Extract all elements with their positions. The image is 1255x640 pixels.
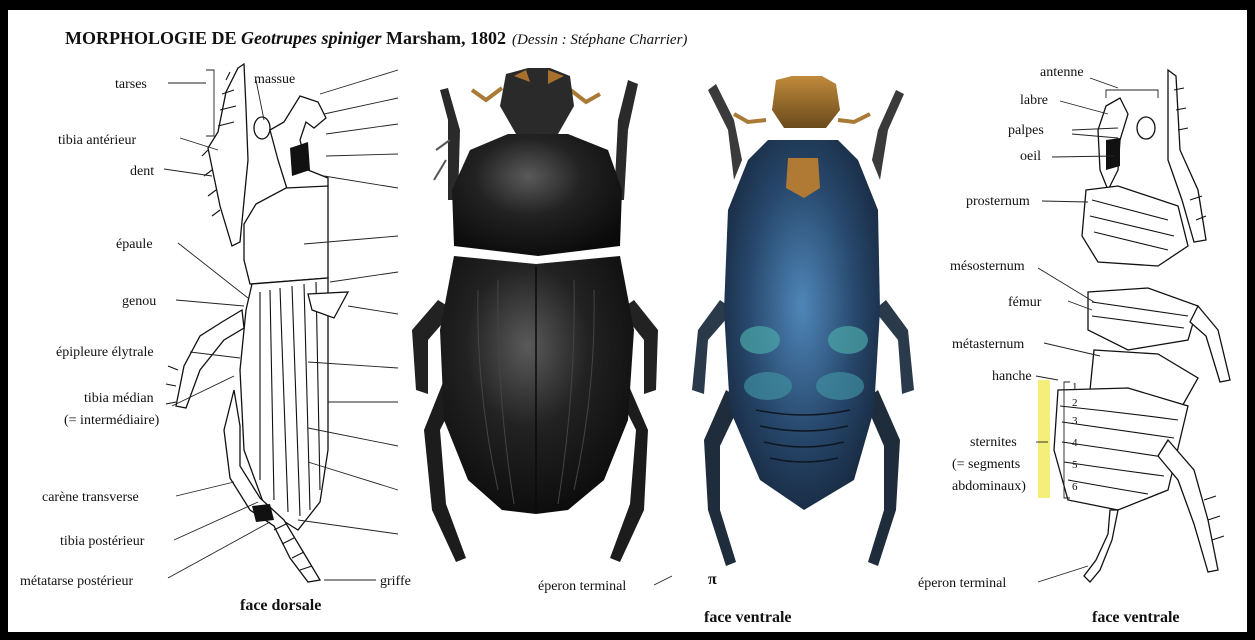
label-epipleure-elytrale: épipleure élytrale xyxy=(56,345,154,360)
label-metasternum: métasternum xyxy=(952,337,1024,352)
label-palpes: palpes xyxy=(1008,123,1044,138)
label-oeil: oeil xyxy=(1020,149,1041,164)
label-griffe: griffe xyxy=(380,574,411,589)
label-femur: fémur xyxy=(1008,295,1042,310)
label-sternites: sternites xyxy=(970,435,1017,450)
caption-face-ventrale-photo: face ventrale xyxy=(704,609,792,626)
label-metatarse-posterieur: métatarse postérieur xyxy=(20,574,133,589)
segment-number: 2 xyxy=(1072,397,1078,409)
label-labre: labre xyxy=(1020,93,1048,108)
label-dent: dent xyxy=(130,164,154,179)
label-carene-transverse: carène transverse xyxy=(42,490,139,505)
label-prosternum: prosternum xyxy=(966,194,1030,209)
label-eperon-terminal-drawing: éperon terminal xyxy=(918,576,1006,591)
label-abdominaux: abdominaux) xyxy=(952,479,1026,494)
caption-face-ventrale-drawing: face ventrale xyxy=(1092,609,1180,626)
figure-panel: MORPHOLOGIE DE Geotrupes spiniger Marsha… xyxy=(8,10,1247,632)
label-antenne: antenne xyxy=(1040,65,1084,80)
ventral-line-drawing xyxy=(1038,70,1230,582)
label-tibia-median: tibia médian xyxy=(84,391,154,406)
label-epaule: épaule xyxy=(116,237,153,252)
label-mesosternum: mésosternum xyxy=(950,259,1025,274)
label-massue: massue xyxy=(254,72,295,87)
symbol-pi-mark: π xyxy=(708,571,717,588)
label-tarses: tarses xyxy=(115,77,147,92)
label-tibia-anterieur: tibia antérieur xyxy=(58,133,136,148)
label-tibia-posterieur: tibia postérieur xyxy=(60,534,145,549)
segment-number: 1 xyxy=(1072,381,1078,393)
segment-number: 4 xyxy=(1072,437,1078,449)
label-eperon-terminal-photo: éperon terminal xyxy=(538,579,626,594)
label-intermediaire: (= intermédiaire) xyxy=(64,413,160,428)
segment-number: 5 xyxy=(1072,459,1078,471)
label-genou: genou xyxy=(122,294,156,309)
segment-number: 3 xyxy=(1072,415,1078,427)
dorsal-line-drawing xyxy=(166,64,348,582)
label-segments: (= segments xyxy=(952,457,1020,472)
segment-number: 6 xyxy=(1072,481,1078,493)
sternites-highlight-bar xyxy=(1038,380,1050,498)
dorsal-beetle-photo xyxy=(412,68,658,562)
caption-face-dorsale: face dorsale xyxy=(240,597,321,614)
label-hanche: hanche xyxy=(992,369,1032,384)
diagram-canvas: tarses massue tibia antérieur dent épaul… xyxy=(8,10,1247,632)
ventral-beetle-photo xyxy=(692,76,914,566)
